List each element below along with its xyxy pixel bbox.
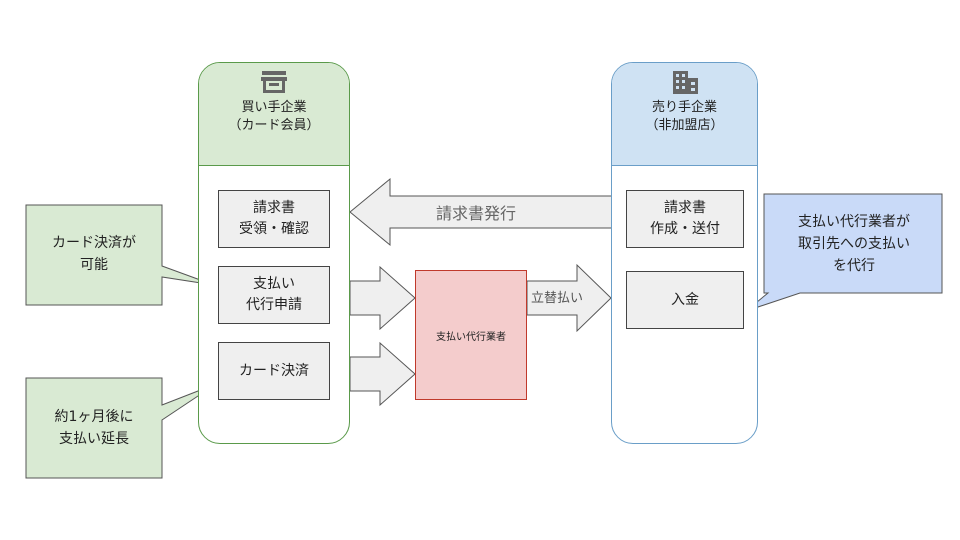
advance-payment-label: 立替払い	[531, 291, 584, 306]
note-card-payment-callout	[25, 204, 215, 306]
note-agency-text: 支払い代行業者が 取引先への支払い を代行	[798, 214, 910, 274]
store-icon	[261, 71, 287, 93]
invoice-issue-label: 請求書発行	[436, 204, 517, 223]
invoice-receive-step: 請求書 受領・確認	[218, 190, 330, 248]
invoice-issue-arrow	[349, 177, 613, 247]
note-agency-callout	[745, 193, 943, 312]
invoice-create-send-step: 請求書 作成・送付	[626, 190, 744, 248]
advance-payment-arrow	[526, 263, 612, 333]
note-extension-callout	[25, 377, 217, 479]
payment-agency-box: 支払い代行業者	[415, 270, 527, 400]
card-payment-step: カード決済	[218, 342, 330, 400]
application-to-agency-arrow	[349, 265, 416, 331]
card-payment-to-agency-arrow	[349, 341, 416, 407]
buyer-header: 買い手企業 （カード会員）	[199, 63, 349, 166]
seller-header: 売り手企業 （非加盟店）	[612, 63, 757, 166]
note-extension-text: 約1ヶ月後に 支払い延長	[54, 409, 134, 447]
payment-proxy-request-step: 支払い 代行申請	[218, 266, 330, 324]
building-icon	[672, 71, 698, 94]
seller-lane: 売り手企業 （非加盟店）	[611, 62, 758, 444]
deposit-step: 入金	[626, 271, 744, 329]
seller-name: 売り手企業 （非加盟店）	[645, 100, 724, 133]
buyer-name: 買い手企業 （カード会員）	[228, 100, 320, 133]
note-card-payment-text: カード決済が 可能	[52, 235, 136, 273]
